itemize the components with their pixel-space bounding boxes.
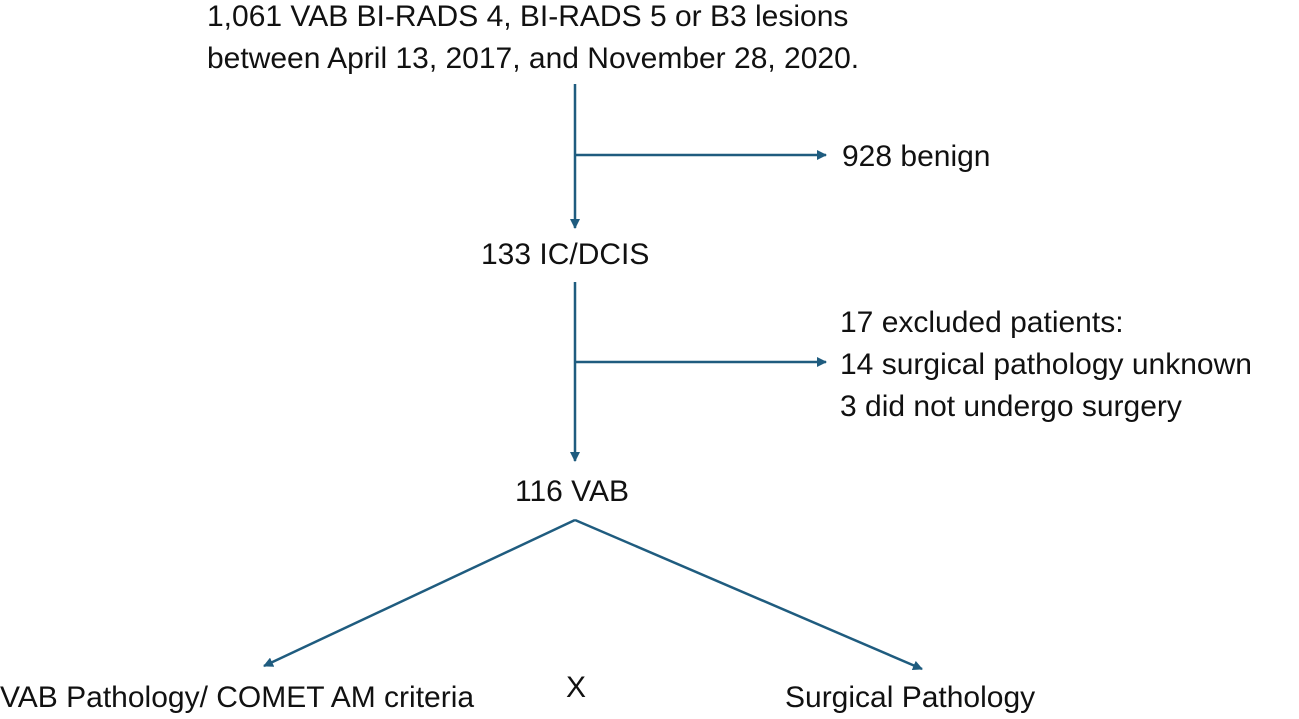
start-line-2: between April 13, 2017, and November 28,…	[207, 42, 860, 75]
vab-pathology-outcome: VAB Pathology/ COMET AM criteria	[0, 681, 475, 714]
excluded-line-2: 14 surgical pathology unknown	[840, 348, 1252, 381]
comparison-mark: X	[566, 671, 587, 704]
start-node: 1,061 VAB BI-RADS 4, BI-RADS 5 or B3 les…	[207, 0, 859, 80]
vab-node: 116 VAB	[515, 475, 629, 508]
benign-exclusion-node: 928 benign	[842, 140, 991, 173]
arrow-to-vab-pathology	[263, 518, 576, 668]
ic-dcis-node: 133 IC/DCIS	[481, 238, 650, 271]
arrow-to-surgical-pathology	[574, 518, 923, 671]
excluded-patients-node: 17 excluded patients: 14 surgical pathol…	[840, 302, 1252, 428]
start-line-1: 1,061 VAB BI-RADS 4, BI-RADS 5 or B3 les…	[207, 0, 849, 33]
surgical-pathology-outcome: Surgical Pathology	[785, 681, 1036, 714]
excluded-line-1: 17 excluded patients:	[840, 306, 1124, 339]
excluded-line-3: 3 did not undergo surgery	[840, 390, 1182, 423]
